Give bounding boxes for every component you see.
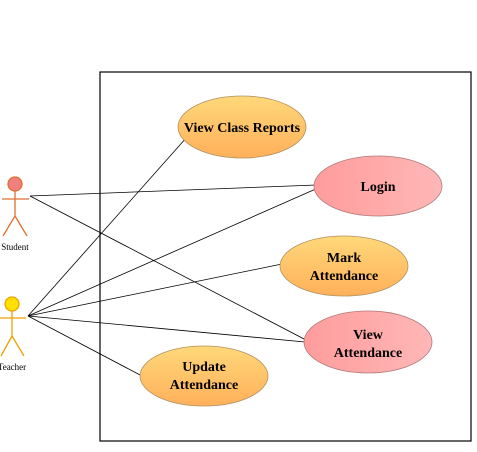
use-case-login[interactable]: Login (313, 155, 443, 217)
association-teacher-view-attendance (27, 315, 306, 343)
use-case-label: Mark (327, 251, 361, 266)
use-case-label: Update (182, 360, 226, 375)
student-stick-figure-icon (2, 176, 29, 237)
actor-student[interactable]: Student (1, 176, 29, 252)
actor-label: Teacher (0, 362, 26, 372)
association-teacher-mark-attendance (27, 263, 283, 317)
use-case-label: View Class Reports (184, 121, 301, 136)
association-student-login (29, 184, 317, 197)
use-case-label: Attendance (170, 378, 238, 393)
association-student-view-attendance (29, 195, 307, 341)
use-case-label: Login (360, 180, 395, 195)
use-case-view-class-reports[interactable]: View Class Reports (177, 95, 307, 159)
use-case-mark-attendance[interactable]: Mark Attendance (279, 235, 409, 297)
actor-teacher[interactable]: Teacher (0, 296, 26, 372)
use-case-label: Attendance (334, 346, 402, 361)
use-case-label: View (353, 328, 384, 343)
association-teacher-login (27, 187, 319, 317)
use-case-update-attendance[interactable]: Update Attendance (139, 345, 269, 407)
association-teacher-update-attendance (27, 315, 143, 377)
system-boundary (99, 71, 472, 442)
actor-label: Student (1, 242, 29, 252)
associations (27, 136, 319, 377)
use-case-label: Attendance (310, 269, 378, 284)
use-case-view-attendance[interactable]: View Attendance (303, 310, 433, 374)
teacher-stick-figure-icon (0, 296, 26, 357)
association-teacher-view-class-reports (27, 136, 188, 317)
